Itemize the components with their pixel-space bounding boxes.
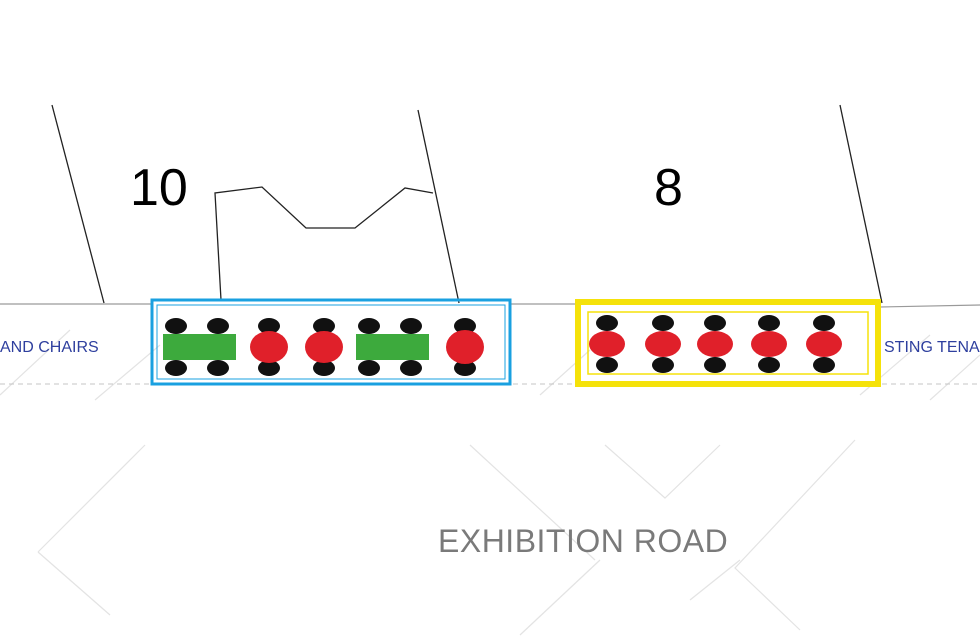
zone-border-outer xyxy=(575,299,881,387)
chair xyxy=(454,318,476,334)
round-table xyxy=(697,331,733,357)
rect-table xyxy=(356,334,429,360)
left-side-label: AND CHAIRS xyxy=(0,339,99,356)
chair xyxy=(813,357,835,373)
chair xyxy=(704,357,726,373)
zone-border-inner xyxy=(156,304,506,380)
chair xyxy=(165,318,187,334)
lot-number-10: 10 xyxy=(130,159,188,217)
chair xyxy=(813,315,835,331)
chair xyxy=(758,315,780,331)
chair xyxy=(454,360,476,376)
rect-table xyxy=(163,334,236,360)
round-table xyxy=(806,331,842,357)
chair xyxy=(596,315,618,331)
zone-border-inner xyxy=(587,311,869,375)
chair xyxy=(165,360,187,376)
chair xyxy=(358,360,380,376)
round-table xyxy=(446,330,484,364)
zone-items xyxy=(589,315,842,373)
chair xyxy=(400,360,422,376)
chair xyxy=(704,315,726,331)
lot-number-8: 8 xyxy=(654,159,683,217)
zone-items xyxy=(163,318,484,376)
right-side-label: STING TENA xyxy=(884,339,980,356)
chair xyxy=(400,318,422,334)
road-hatching xyxy=(0,329,980,636)
chair xyxy=(652,357,674,373)
round-table xyxy=(250,331,288,363)
seating-zone-lot-8 xyxy=(575,299,881,387)
chair xyxy=(207,360,229,376)
road-name: EXHIBITION ROAD xyxy=(438,523,728,559)
zone-border-outer xyxy=(150,298,512,386)
chair xyxy=(652,315,674,331)
seating-zone-lot-10 xyxy=(150,298,512,386)
property-boundaries xyxy=(51,104,883,304)
chair xyxy=(358,318,380,334)
chair xyxy=(258,360,280,376)
chair xyxy=(758,357,780,373)
chair xyxy=(258,318,280,334)
round-table xyxy=(645,331,681,357)
round-table xyxy=(751,331,787,357)
chair xyxy=(313,360,335,376)
chair xyxy=(596,357,618,373)
chair xyxy=(313,318,335,334)
round-table xyxy=(305,331,343,363)
footpath-edges xyxy=(0,303,980,308)
round-table xyxy=(589,331,625,357)
chair xyxy=(207,318,229,334)
